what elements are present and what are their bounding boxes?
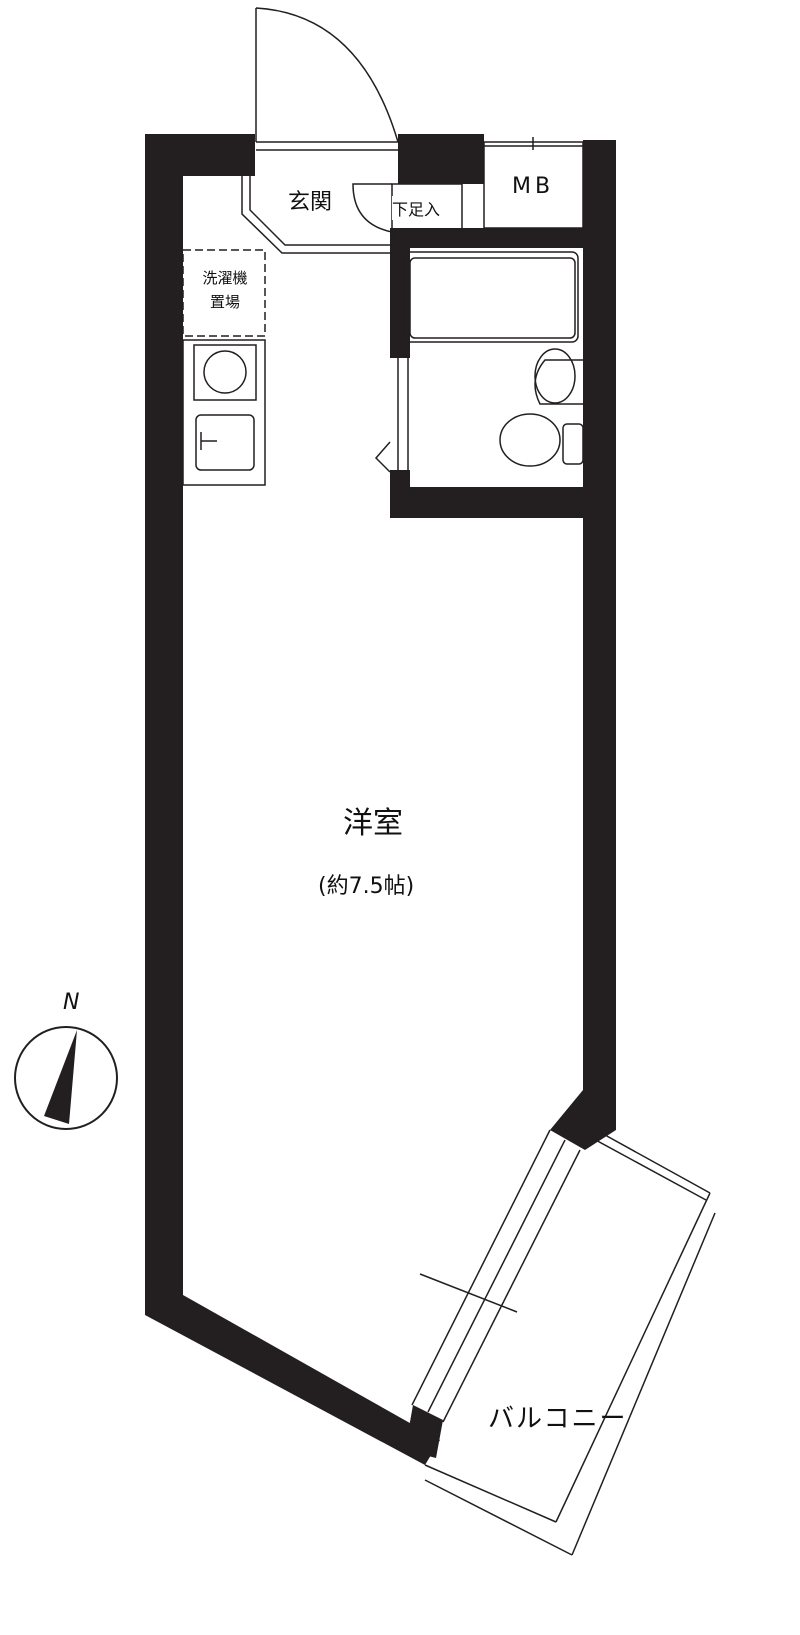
label-washer-space: 洗濯機 置場: [186, 266, 264, 314]
label-western-room: 洋室: [343, 806, 403, 841]
exterior-walls: [145, 134, 616, 1465]
compass-icon: [14, 1026, 118, 1130]
compass-north-label: N: [63, 990, 80, 1015]
interior-lines: [182, 137, 584, 486]
entrance-door: [255, 7, 399, 143]
label-balcony: バルコニー: [488, 1404, 628, 1434]
label-shoe-storage: 下足入: [392, 196, 441, 220]
label-meter-box: MB: [512, 174, 555, 199]
label-entrance: 玄関: [288, 190, 333, 215]
label-room-area: (約7.5帖): [318, 874, 415, 899]
balcony-structure: [411, 1129, 716, 1556]
balcony-wall-corner: [405, 1405, 443, 1458]
label-washer-space-line1: 洗濯機: [202, 269, 248, 287]
label-washer-space-line2: 置場: [209, 293, 240, 311]
